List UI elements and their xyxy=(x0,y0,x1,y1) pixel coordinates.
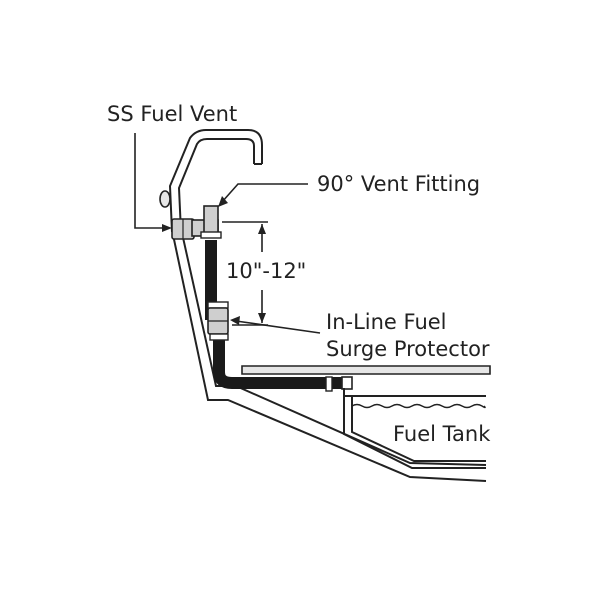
leader-ss-fuel-vent xyxy=(134,133,168,229)
ss-fuel-vent-label: SS Fuel Vent xyxy=(107,102,238,126)
surge-protector-label-line1: In-Line Fuel xyxy=(326,310,447,334)
vent-fitting-label: 90° Vent Fitting xyxy=(317,172,481,196)
tank-inner-wall xyxy=(351,396,486,462)
leader-ss-fuel-vent-arrow xyxy=(162,224,172,232)
leader-surge-protector xyxy=(235,320,321,334)
tank-hose-connection xyxy=(325,376,353,392)
dimension-label: 10"-12" xyxy=(226,259,307,283)
vent-housing-knob xyxy=(159,190,171,208)
leader-vent-fitting-arrow xyxy=(218,196,228,207)
vent-tube-outer xyxy=(168,129,263,233)
surge-protector xyxy=(207,301,229,341)
deck xyxy=(241,365,491,375)
fuel-level xyxy=(351,403,486,409)
hull-outer-line xyxy=(171,229,487,482)
surge-protector-label-line2: Surge Protector xyxy=(326,337,490,361)
surge-protector-clamp-bottom xyxy=(209,333,229,341)
leader-vent-fitting xyxy=(221,183,308,203)
tank-hose-clamp xyxy=(325,376,333,392)
vent-tube-inner xyxy=(177,138,255,233)
surge-protector-clamp-top xyxy=(207,301,229,309)
fuel-tank xyxy=(343,388,486,469)
vent-fitting xyxy=(191,205,222,239)
fuel-tank-label: Fuel Tank xyxy=(393,422,491,446)
vent-fitting-clamp xyxy=(200,231,222,239)
leader-surge-protector-arrow xyxy=(230,316,240,325)
tank-outer-wall xyxy=(343,388,486,469)
dimension-arrow-up xyxy=(258,224,266,234)
dimension-arrow-down xyxy=(258,313,266,323)
tank-vent-nipple xyxy=(341,376,353,390)
leader-lines xyxy=(134,133,321,334)
